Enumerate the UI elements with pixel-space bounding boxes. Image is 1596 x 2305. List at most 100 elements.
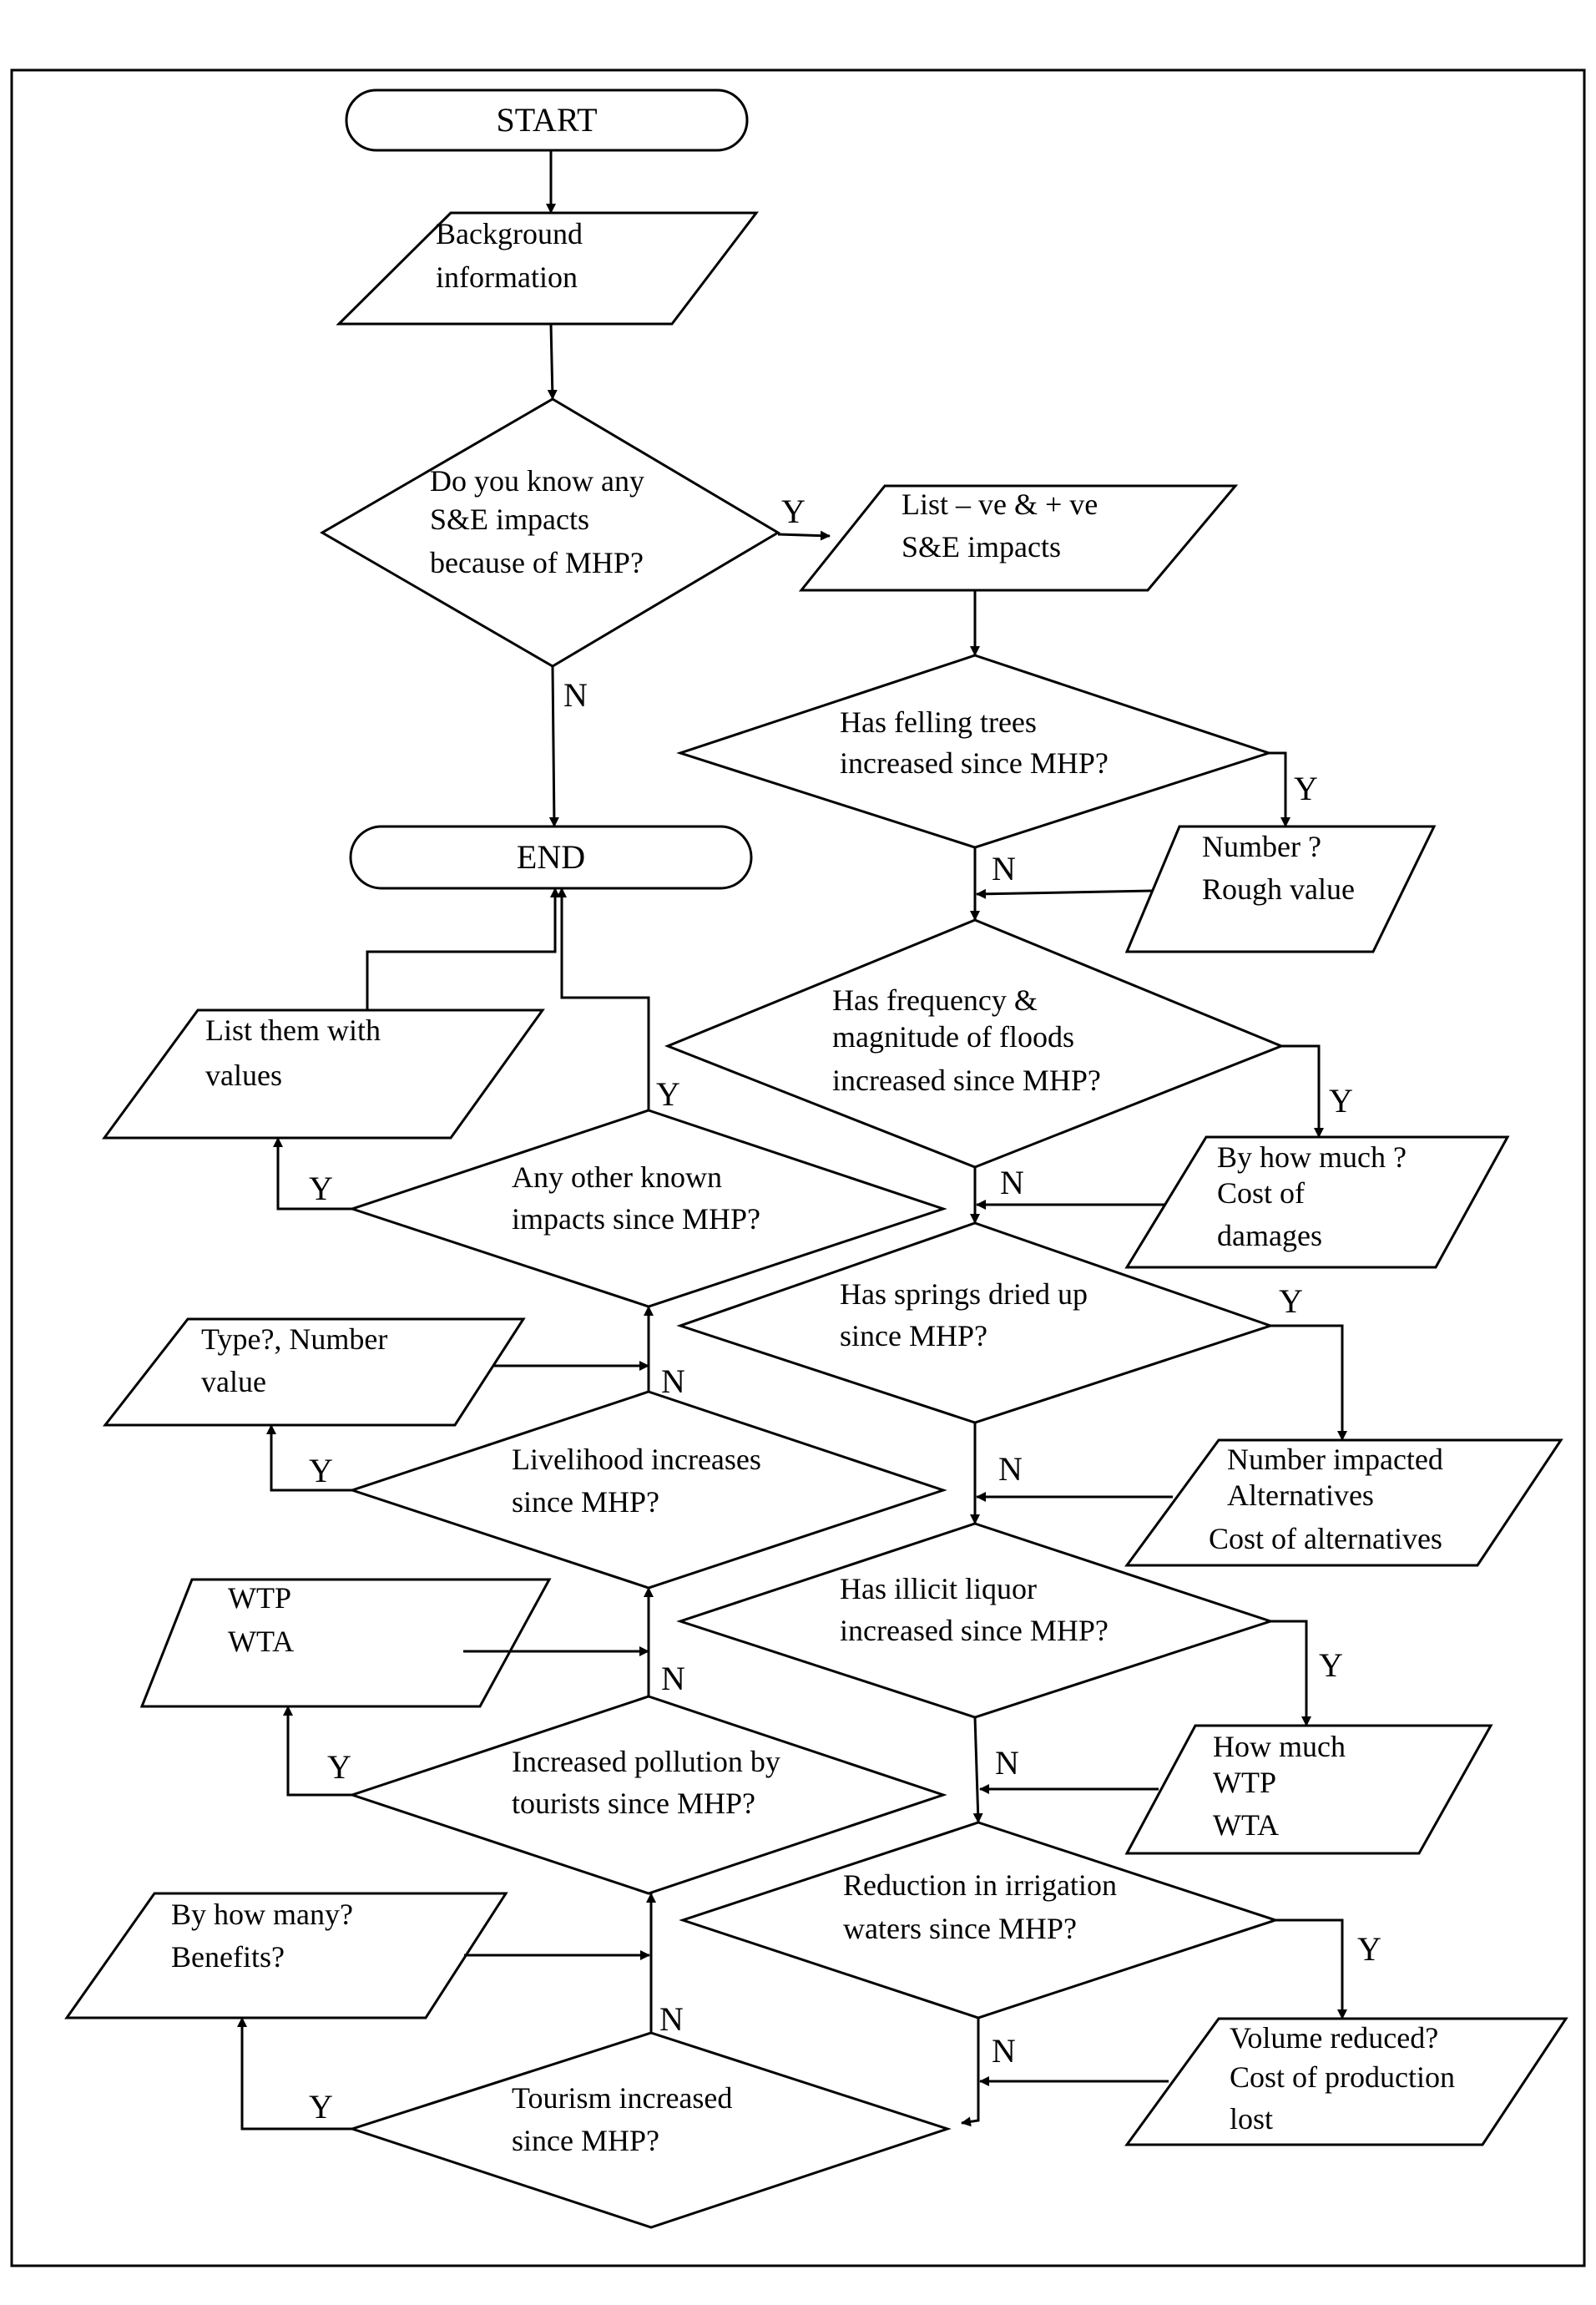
decision-springs: Has springs dried up since MHP?: [676, 1221, 1275, 1424]
livelihood-out-line-1: Type?, Number: [201, 1322, 387, 1356]
label-irrigation-yes: Y: [1357, 1930, 1381, 1968]
q-livelihood-line-1: Livelihood increases: [512, 1443, 761, 1476]
q-know-line-2: S&E impacts: [430, 503, 589, 536]
q-livelihood-line-2: since MHP?: [512, 1485, 659, 1519]
label-pollution-no: N: [661, 1660, 685, 1697]
label-know-no: N: [563, 676, 588, 714]
svg-text:Y: Y: [1329, 1082, 1353, 1120]
svg-text:Y: Y: [309, 1170, 333, 1207]
svg-text:increased since MHP?: increased since MHP?: [840, 746, 1109, 780]
irrigation-output-box: Volume reduced? Cost of production lost: [1124, 2017, 1568, 2146]
svg-text:Y: Y: [781, 493, 806, 530]
svg-text:increased since MHP?: increased since MHP?: [840, 1614, 1109, 1647]
connector-livelihood-yes: [266, 1424, 352, 1492]
svg-text:START: START: [496, 101, 597, 139]
connector-trees-yes: [1269, 751, 1290, 827]
label-liquor-yes: Y: [1319, 1646, 1343, 1684]
svg-text:By how much ?: By how much ?: [1217, 1140, 1407, 1174]
springs-output-box: Number impacted Alternatives Cost of alt…: [1124, 1438, 1563, 1567]
svg-text:Y: Y: [656, 1075, 680, 1113]
label-other-yes: Y: [309, 1170, 333, 1207]
floods-out-line-3: damages: [1217, 1219, 1322, 1252]
svg-text:Volume reduced?: Volume reduced?: [1230, 2021, 1438, 2055]
floods-output-box: By how much ? Cost of damages: [1124, 1135, 1510, 1269]
svg-text:Cost of alternatives: Cost of alternatives: [1209, 1522, 1442, 1555]
label-know-yes: Y: [781, 493, 806, 530]
connector-liquor-no: [972, 1716, 983, 1823]
svg-text:Number ?: Number ?: [1202, 830, 1321, 863]
tourism-output-box: By how many? Benefits?: [64, 1892, 508, 2019]
svg-text:How much: How much: [1213, 1730, 1346, 1763]
decision-tourism: Tourism increased since MHP?: [348, 2031, 952, 2229]
svg-text:Livelihood increases: Livelihood increases: [512, 1443, 761, 1476]
trees-out-line-2: Rough value: [1202, 872, 1355, 906]
svg-text:since MHP?: since MHP?: [512, 2124, 659, 2157]
svg-text:Increased pollution by: Increased pollution by: [512, 1745, 780, 1778]
connector-trees-out-return: [976, 888, 1153, 899]
end-terminal: END: [349, 825, 753, 890]
svg-text:List them with: List them with: [205, 1013, 381, 1047]
background-line-2: information: [436, 260, 578, 294]
svg-text:N: N: [998, 1450, 1023, 1488]
q-irrigation-line-1: Reduction in irrigation: [843, 1868, 1117, 1902]
svg-text:N: N: [992, 2032, 1016, 2070]
connector-know-no: [548, 665, 559, 827]
svg-text:Y: Y: [1357, 1930, 1381, 1968]
other-out-line-1: List them with: [205, 1013, 381, 1047]
q-know-line-3: because of MHP?: [430, 546, 644, 579]
svg-text:WTA: WTA: [228, 1625, 294, 1658]
svg-text:since MHP?: since MHP?: [512, 1485, 659, 1519]
label-livelihood-yes: Y: [309, 1452, 333, 1489]
edge-labels: Y N Y N Y N Y Y Y N Y N Y N Y N Y N Y N: [309, 493, 1381, 2126]
background-line-1: Background: [436, 217, 583, 250]
svg-text:Reduction in irrigation: Reduction in irrigation: [843, 1868, 1117, 1902]
decision-floods: Has frequency & magnitude of floods incr…: [664, 918, 1285, 1169]
floods-out-line-2: Cost of: [1217, 1176, 1305, 1210]
svg-text:Has illicit liquor: Has illicit liquor: [840, 1572, 1037, 1605]
svg-text:tourists since MHP?: tourists since MHP?: [512, 1787, 755, 1820]
label-tourism-yes: Y: [309, 2088, 333, 2126]
pollution-out-line-1: WTP: [228, 1581, 291, 1615]
q-liquor-line-2: increased since MHP?: [840, 1614, 1109, 1647]
svg-text:Background: Background: [436, 217, 583, 250]
svg-text:By how many?: By how many?: [171, 1898, 353, 1931]
q-liquor-line-1: Has illicit liquor: [840, 1572, 1037, 1605]
label-floods-yes: Y: [1329, 1082, 1353, 1120]
svg-text:Has felling trees: Has felling trees: [840, 705, 1037, 739]
label-floods-no: N: [1000, 1164, 1024, 1201]
liquor-out-line-3: WTA: [1213, 1808, 1279, 1842]
svg-text:Cost of: Cost of: [1217, 1176, 1305, 1210]
decision-liquor: Has illicit liquor increased since MHP?: [676, 1522, 1275, 1719]
svg-text:WTP: WTP: [1213, 1766, 1276, 1799]
q-pollution-line-2: tourists since MHP?: [512, 1787, 755, 1820]
svg-text:information: information: [436, 260, 578, 294]
svg-text:N: N: [563, 676, 588, 714]
q-trees-line-2: increased since MHP?: [840, 746, 1109, 780]
diagram-frame: [10, 68, 1586, 2267]
svg-text:Y: Y: [1279, 1282, 1303, 1320]
svg-text:Has frequency &: Has frequency &: [832, 983, 1038, 1017]
svg-text:since MHP?: since MHP?: [840, 1319, 987, 1352]
label-pollution-yes: Y: [327, 1748, 351, 1786]
svg-text:Y: Y: [1294, 770, 1318, 807]
label-tourism-no: N: [659, 2000, 684, 2038]
svg-text:Has springs dried up: Has springs dried up: [840, 1277, 1088, 1311]
livelihood-output-box: Type?, Number value: [102, 1317, 526, 1427]
q-floods-line-3: increased since MHP?: [832, 1064, 1101, 1097]
svg-text:impacts since MHP?: impacts since MHP?: [512, 1202, 760, 1236]
svg-text:Y: Y: [327, 1748, 351, 1786]
svg-text:increased since MHP?: increased since MHP?: [832, 1064, 1101, 1097]
tourism-out-line-1: By how many?: [171, 1898, 353, 1931]
svg-text:because of MHP?: because of MHP?: [430, 546, 644, 579]
svg-text:value: value: [201, 1365, 266, 1398]
decision-felling-trees: Has felling trees increased since MHP?: [676, 654, 1273, 849]
connector-background-know: [547, 323, 558, 400]
pollution-out-line-2: WTA: [228, 1625, 294, 1658]
svg-text:waters since MHP?: waters since MHP?: [843, 1912, 1077, 1945]
svg-text:N: N: [992, 850, 1016, 887]
liquor-output-box: How much WTP WTA: [1124, 1724, 1493, 1855]
other-out-line-2: values: [205, 1059, 282, 1092]
q-springs-line-2: since MHP?: [840, 1319, 987, 1352]
pollution-output-box: WTP WTA: [139, 1578, 552, 1708]
q-floods-line-1: Has frequency &: [832, 983, 1038, 1017]
